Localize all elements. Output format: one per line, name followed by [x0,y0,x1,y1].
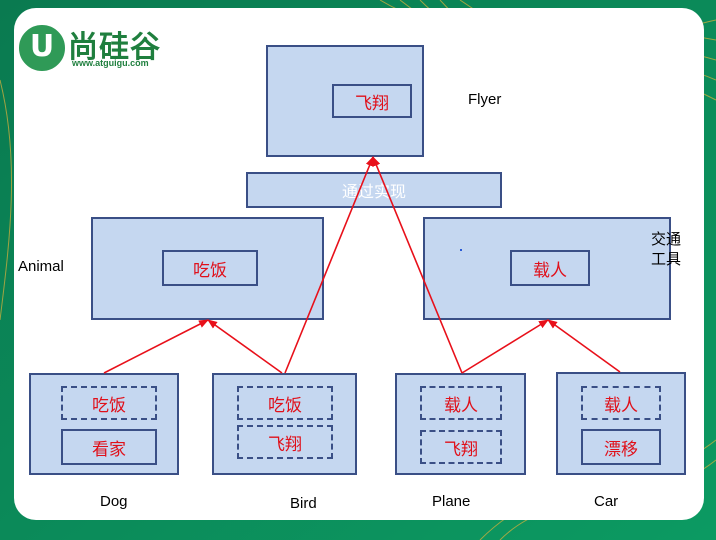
logo-mark: U [16,22,68,74]
car-method-carry: 载人 [581,386,661,420]
bird-box: 吃饭 飞翔 [212,373,357,475]
stray-dot [460,249,462,251]
plane-label: Plane [432,493,471,510]
animal-box: 吃饭 [91,217,324,320]
dog-label: Dog [100,493,128,510]
plane-method-carry: 载人 [420,386,502,420]
dog-box: 吃饭 看家 [29,373,179,475]
animal-label: Animal [18,258,64,275]
bird-method-eat: 吃饭 [237,386,333,420]
dog-method-eat: 吃饭 [61,386,157,420]
flyer-method-fly: 飞翔 [332,84,412,118]
car-method-drift: 漂移 [581,429,661,465]
car-label: Car [594,493,619,510]
bird-label: Bird [290,495,317,512]
vehicle-box: 载人 [423,217,671,320]
animal-method-eat: 吃饭 [162,250,258,286]
vehicle-method-carry: 载人 [510,250,590,286]
plane-method-fly: 飞翔 [420,430,502,464]
implements-bar: 通过实现 [246,172,502,208]
flyer-box: 飞翔 [266,45,424,157]
vehicle-label: 交通 工具 [651,229,681,269]
logo-url: www.atguigu.com [72,58,149,68]
logo-name: 尚硅谷 [68,30,161,65]
car-box: 载人 漂移 [556,372,686,475]
plane-box: 载人 飞翔 [395,373,526,475]
vehicle-label-line1: 交通 [651,230,682,248]
vehicle-label-line2: 工具 [651,250,682,268]
flyer-label: Flyer [468,91,502,108]
dog-method-guard: 看家 [61,429,157,465]
brand-logo: U 尚硅谷 www.atguigu.com [16,22,186,74]
bird-method-fly: 飞翔 [237,425,333,459]
